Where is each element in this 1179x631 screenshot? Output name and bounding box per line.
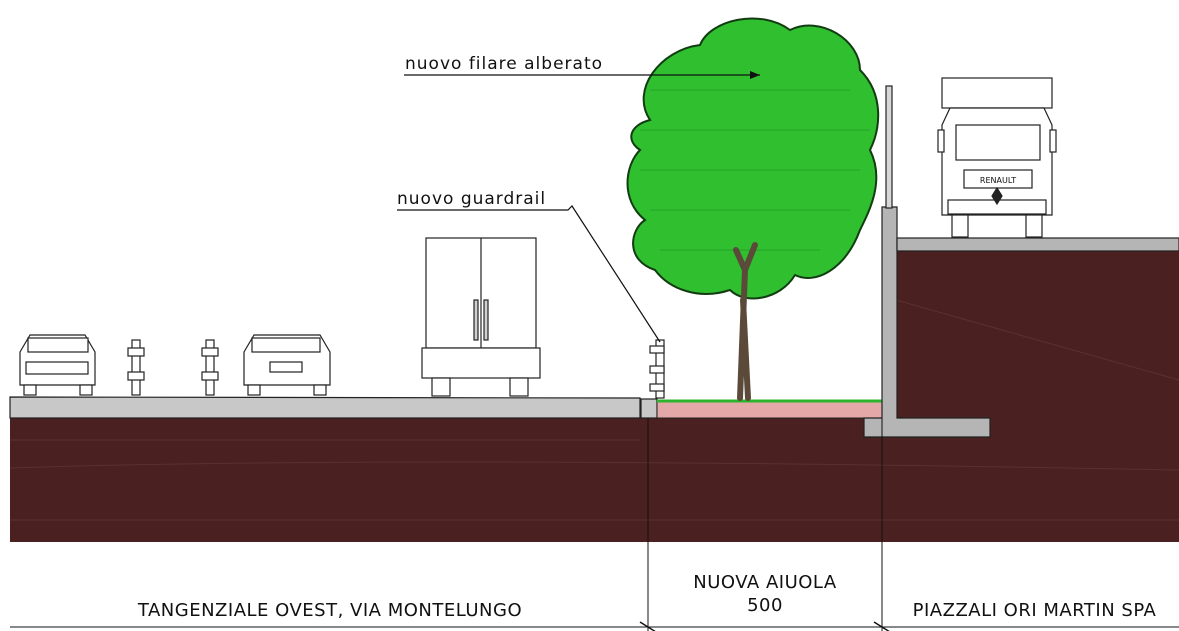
dimension-mark-right [873, 621, 890, 631]
section-right-label: PIAZZALI ORI MARTIN SPA [912, 600, 1157, 621]
guardrail-leader-line [397, 205, 661, 343]
tree-trunk [733, 242, 758, 401]
guardrail-label: nuovo guardrail [397, 189, 547, 209]
tree-foliage [626, 17, 880, 300]
planter-bed [656, 401, 883, 419]
tree-label: nuovo filare alberato [405, 54, 604, 74]
soil-ground [10, 418, 1179, 542]
road-surface [9, 396, 641, 419]
barrier-post-1 [127, 339, 145, 396]
soil-raised-right [896, 250, 1179, 420]
section-left-label: TANGENZIALE OVEST, VIA MONTELUNGO [137, 600, 523, 621]
fence-pole [885, 85, 893, 209]
retaining-wall [863, 206, 991, 438]
barrier-post-2 [201, 339, 219, 396]
yard-surface [896, 237, 1179, 252]
new-guardrail [649, 339, 665, 399]
tree-foliage-texture [640, 89, 870, 251]
soil-hatch-lines [9, 299, 1179, 521]
car-left [19, 334, 96, 396]
truck-rear [421, 237, 541, 397]
dimension-mark-left [639, 621, 656, 631]
truck-front [937, 77, 1057, 238]
curb [640, 398, 658, 419]
car-middle [243, 334, 331, 396]
tree-leader-arrow [750, 71, 760, 79]
section-middle-width: 500 [747, 595, 783, 616]
tree [626, 17, 880, 401]
truck-brand-label: RENAULT [980, 176, 1016, 185]
section-middle-title: NUOVA AIUOLA [693, 572, 837, 593]
